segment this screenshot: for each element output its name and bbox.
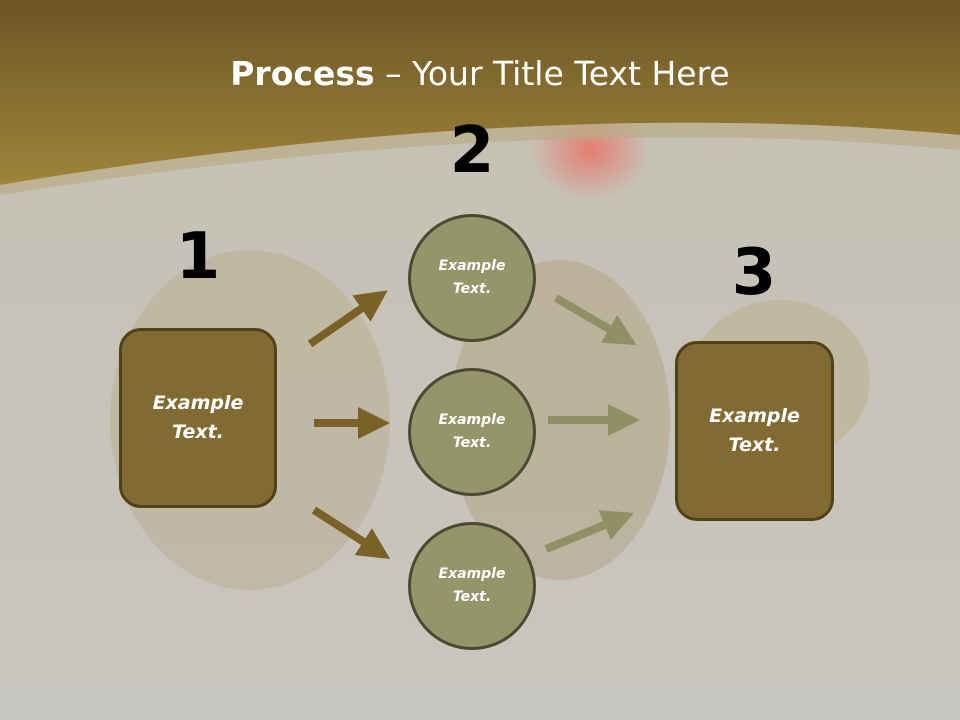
step-1-number: 1: [175, 220, 221, 294]
arrow-1-to-2a: [307, 290, 388, 348]
arrow-2c-to-3: [544, 510, 635, 553]
slide-title: Process – Your Title Text Here: [0, 52, 960, 96]
title-rest: – Your Title Text Here: [374, 54, 730, 93]
step-2-number: 2: [449, 114, 495, 188]
arrow-1-to-2c: [311, 506, 391, 559]
step-3-text: Example Text.: [709, 405, 800, 456]
step-2-circle-middle: Example Text.: [408, 368, 536, 496]
step-3-box: Example Text.: [675, 341, 834, 521]
step-1-box: Example Text.: [119, 328, 277, 508]
arrow-2a-to-3: [553, 294, 637, 346]
step-1-text: Example Text.: [152, 392, 244, 443]
title-bold: Process: [230, 54, 375, 93]
step-3-number: 3: [731, 236, 777, 310]
step-2-top-text: Example Text.: [438, 258, 506, 297]
step-2-circle-bottom: Example Text.: [408, 522, 536, 650]
step-2-circle-top: Example Text.: [408, 214, 536, 342]
step-2-middle-text: Example Text.: [438, 412, 506, 451]
step-2-bottom-text: Example Text.: [438, 566, 506, 605]
